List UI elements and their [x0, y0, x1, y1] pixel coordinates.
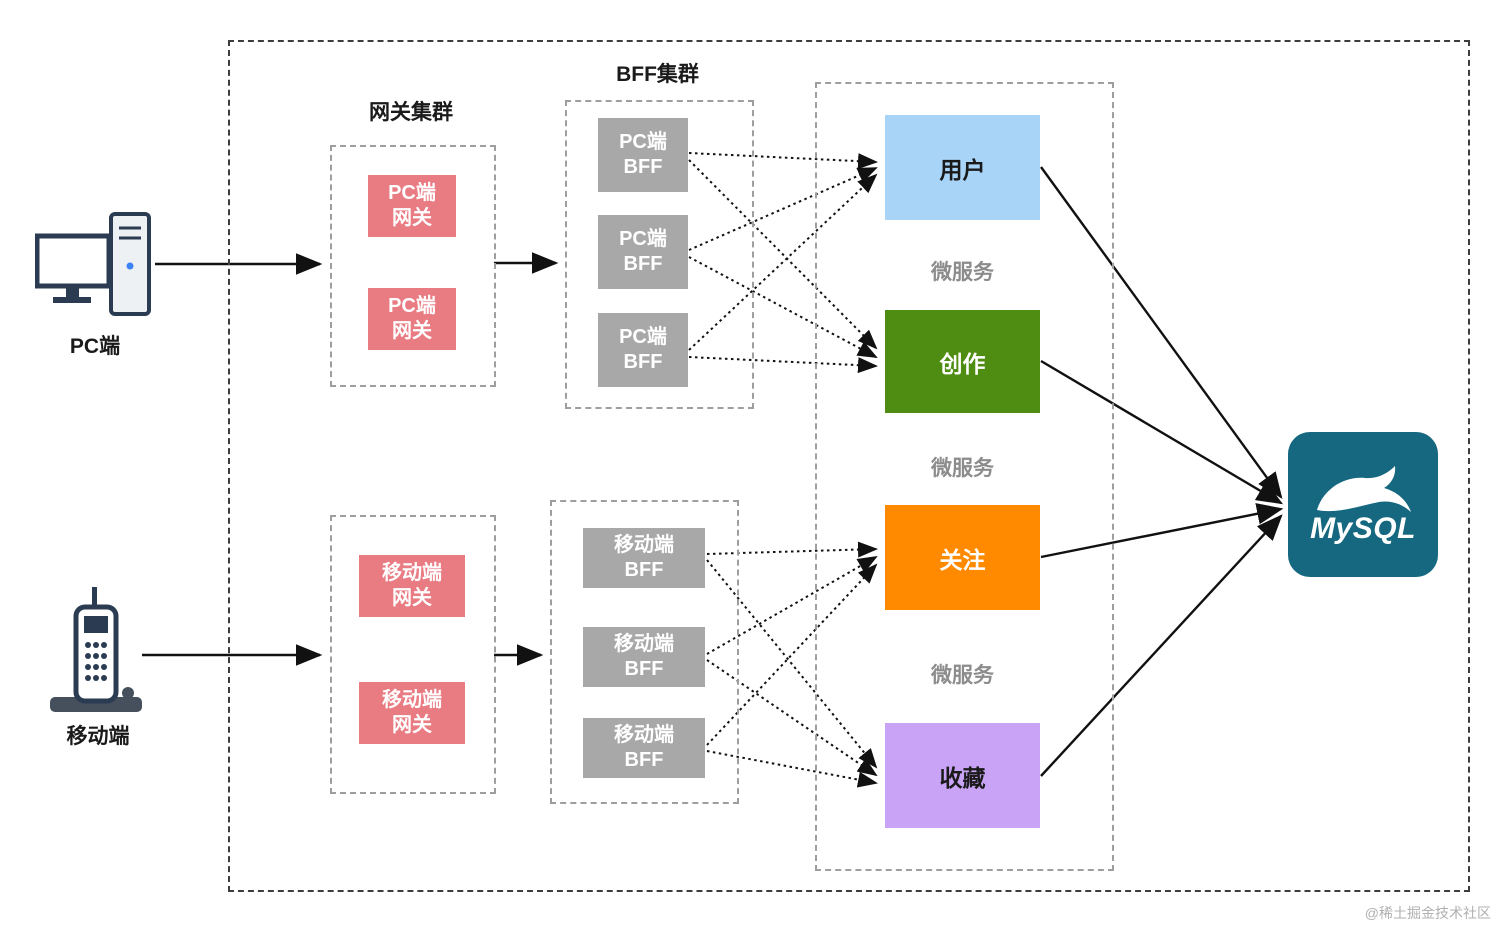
gateway-cluster-title: 网关集群	[369, 101, 453, 124]
system-boundary	[228, 40, 1470, 892]
microservice-label: 微服务	[931, 457, 994, 480]
pc-client-label: PC端	[69, 335, 121, 358]
mobile-gateway-node: 移动端 网关	[359, 682, 465, 744]
pc-gateway-node: PC端 网关	[368, 175, 456, 237]
pc-bff-node: PC端 BFF	[598, 118, 688, 192]
pc-client-icon	[34, 208, 155, 326]
microservices-box	[815, 82, 1114, 871]
microservice-label: 微服务	[931, 261, 994, 284]
pc-bff-node: PC端 BFF	[598, 313, 688, 387]
mobile-client-icon	[48, 585, 148, 717]
gateway-cluster-pc-box	[330, 145, 496, 387]
bff-cluster-title: BFF集群	[616, 63, 699, 86]
mobile-client-label: 移动端	[66, 725, 130, 748]
pc-bff-node: PC端 BFF	[598, 215, 688, 289]
service-favorite: 收藏	[885, 723, 1040, 828]
bff-cluster-pc-box	[565, 100, 754, 409]
service-user: 用户	[885, 115, 1040, 220]
mysql-database: MySQL	[1288, 432, 1438, 577]
microservice-label: 微服务	[931, 664, 994, 687]
service-follow: 关注	[885, 505, 1040, 610]
mobile-gateway-node: 移动端 网关	[359, 555, 465, 617]
pc-gateway-node: PC端 网关	[368, 288, 456, 350]
mobile-bff-node: 移动端 BFF	[583, 627, 705, 687]
mysql-label: MySQL	[1310, 511, 1416, 545]
gateway-cluster-mobile-box	[330, 515, 496, 794]
bff-cluster-mobile-box	[550, 500, 739, 804]
watermark: @稀土掘金技术社区	[1364, 905, 1491, 921]
service-creation: 创作	[885, 310, 1040, 413]
mysql-dolphin-icon	[1317, 465, 1411, 512]
mobile-bff-node: 移动端 BFF	[583, 528, 705, 588]
mobile-bff-node: 移动端 BFF	[583, 718, 705, 778]
